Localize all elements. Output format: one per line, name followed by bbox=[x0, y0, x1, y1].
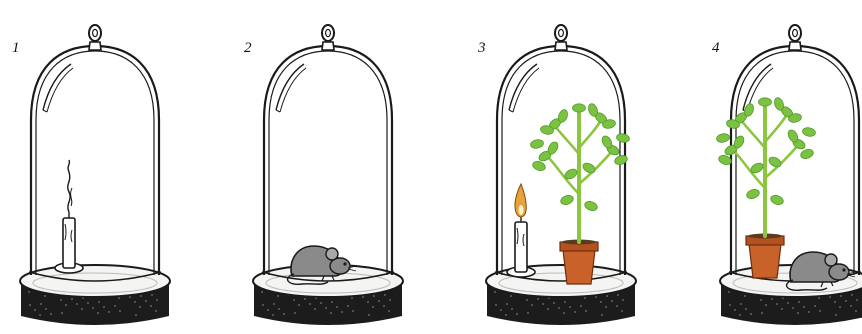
leaf bbox=[531, 160, 546, 172]
mouse-eye bbox=[842, 268, 845, 271]
leaf bbox=[799, 148, 814, 160]
leaf bbox=[613, 154, 628, 166]
knob-neck bbox=[89, 42, 101, 50]
knob-neck bbox=[322, 42, 334, 50]
bell-jar-1 bbox=[20, 25, 170, 325]
leaf bbox=[767, 155, 782, 169]
mouse-ear bbox=[326, 248, 338, 260]
leaf bbox=[573, 104, 586, 112]
leaf bbox=[759, 98, 772, 106]
bell-jar-4 bbox=[716, 25, 862, 325]
bell-jar-2 bbox=[253, 25, 403, 325]
leaf bbox=[802, 127, 816, 138]
plant-branch bbox=[765, 114, 787, 142]
mouse-ear bbox=[825, 254, 837, 266]
smoke bbox=[68, 160, 70, 212]
leaf bbox=[583, 200, 598, 212]
bell-jar-3 bbox=[486, 25, 636, 325]
leaf bbox=[559, 194, 574, 206]
glass-dome bbox=[264, 46, 392, 275]
candle-body bbox=[515, 222, 527, 272]
leaf bbox=[616, 133, 630, 144]
leaf bbox=[716, 133, 730, 144]
candle-body bbox=[63, 218, 75, 268]
burning-candle bbox=[507, 184, 535, 277]
flower-pot bbox=[563, 250, 595, 284]
plant-branch bbox=[579, 120, 601, 148]
plant-branch bbox=[555, 126, 579, 154]
knob-neck bbox=[789, 42, 801, 50]
knob-neck bbox=[555, 42, 567, 50]
leaf bbox=[581, 161, 596, 175]
glass-dome bbox=[31, 46, 159, 275]
potted-plant bbox=[530, 102, 630, 284]
mouse-eye bbox=[343, 262, 346, 265]
leaf bbox=[745, 188, 760, 200]
leaf bbox=[530, 139, 544, 150]
flower-pot bbox=[749, 244, 781, 278]
extinguished-candle bbox=[55, 160, 83, 273]
plant-branch bbox=[741, 120, 765, 148]
leaf bbox=[769, 194, 784, 206]
